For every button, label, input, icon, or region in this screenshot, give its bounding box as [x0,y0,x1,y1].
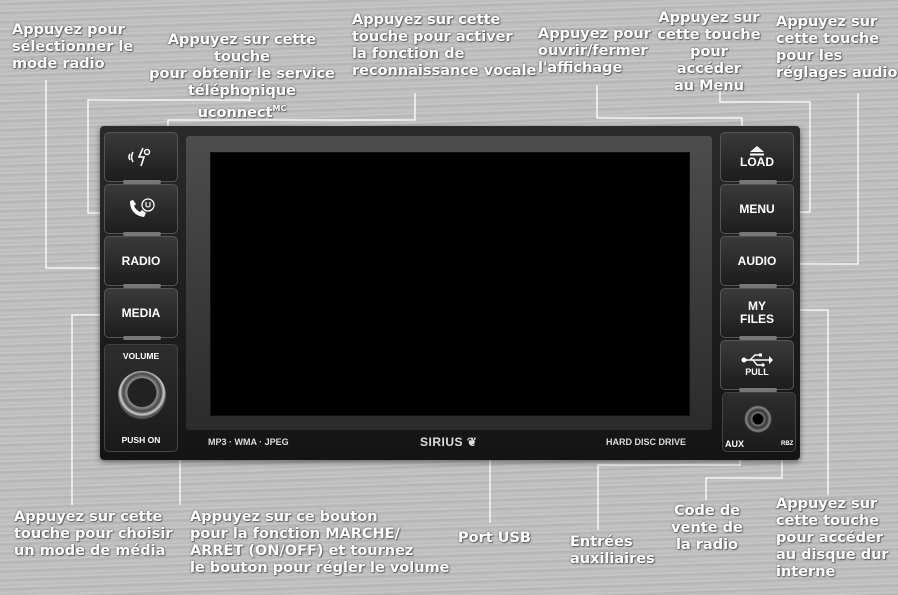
usb-icon [741,353,773,367]
usb-port-cover[interactable]: PULL [720,340,794,392]
volume-knob[interactable] [118,371,166,419]
hdd-label: HARD DISC DRIVE [606,437,687,447]
callout-voice: Appuyez sur cette touche pour activer la… [352,12,537,79]
media-button[interactable]: MEDIA [104,288,178,340]
aux-panel: AUX RBZ [722,392,796,452]
bottom-label-strip: MP3 · WMA · JPEG SIRIUS ❦ HARD DISC DRIV… [186,432,712,454]
aux-input-jack[interactable] [744,405,772,433]
volume-label: VOLUME [122,351,160,361]
formats-label: MP3 · WMA · JPEG [208,437,289,447]
volume-panel: VOLUME PUSH ON [104,344,178,452]
callout-menu: Appuyez sur cette touche pour accéder au… [657,10,761,94]
sirius-logo: SIRIUS ❦ [420,435,478,449]
callout-uconnect-superscript: MC [272,104,287,113]
load-button-label: LOAD [740,155,774,169]
callout-media: Appuyez sur cette touche pour choisir un… [14,509,173,559]
callout-audio: Appuyez sur cette touche pour les réglag… [776,14,898,81]
eject-icon [750,146,764,156]
phone-button[interactable] [104,184,178,236]
callout-uconnect: Appuyez sur cette touche pour obtenir le… [142,32,342,122]
my-files-button[interactable]: MY FILES [720,288,794,340]
radio-unit: RADIO MEDIA VOLUME PUSH ON MP3 · WMA · J… [100,126,800,460]
callout-aux: Entrées auxiliaires [570,534,655,567]
aux-label: AUX [725,439,745,449]
callout-display: Appuyez pour ouvrir/fermer l'affichage [538,26,651,76]
push-on-label: PUSH ON [121,435,161,445]
load-button[interactable]: LOAD [720,132,794,184]
radio-button[interactable]: RADIO [104,236,178,288]
voice-command-icon [128,147,151,167]
callout-hdd: Appuyez sur cette touche pour accéder au… [776,496,889,580]
callout-usb: Port USB [458,530,531,546]
callout-code: Code de vente de la radio [671,503,743,553]
phone-uconnect-icon [130,198,155,217]
pull-label: PULL [745,367,769,377]
callout-uconnect-text: Appuyez sur cette touche pour obtenir le… [149,32,335,121]
sirius-brand-text: SIRIUS [420,435,464,449]
audio-button[interactable]: AUDIO [720,236,794,288]
rbz-label: RBZ [781,441,794,447]
menu-button[interactable]: MENU [720,184,794,236]
screen-bezel [186,136,712,430]
callout-volume: Appuyez sur ce bouton pour la fonction M… [190,509,450,576]
voice-command-button[interactable] [104,132,178,184]
display-screen[interactable] [210,152,690,416]
callout-radio: Appuyez pour sélectionner le mode radio [12,22,134,72]
